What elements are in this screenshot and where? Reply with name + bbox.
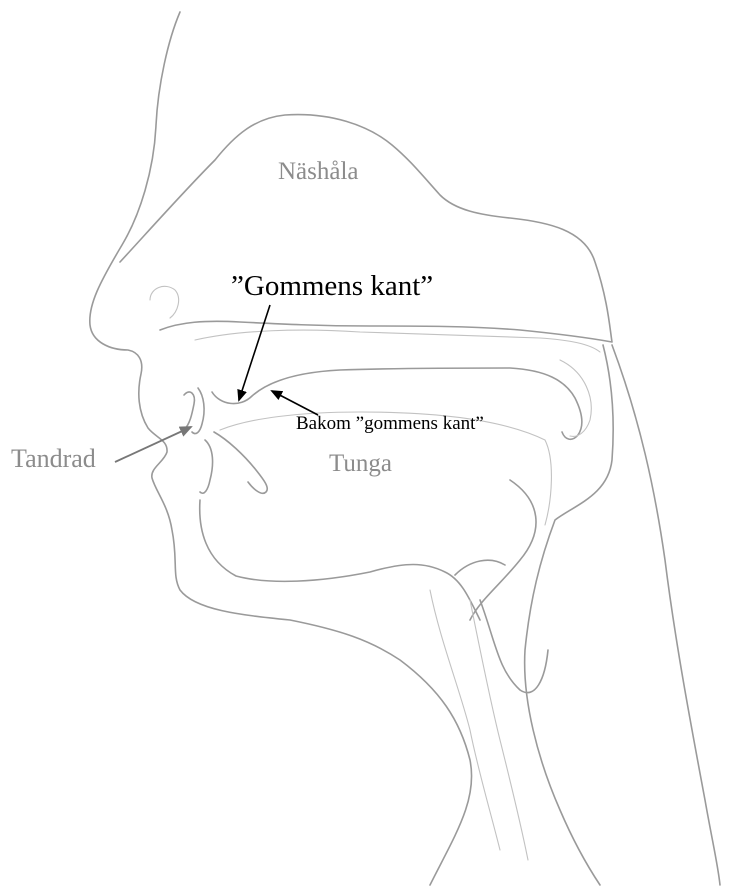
behind-palate-edge-label: Bakom ”gommens kant” — [296, 414, 484, 433]
behind-palate-edge-arrow — [272, 391, 318, 415]
neck-back-outline — [612, 345, 720, 885]
nasal-cavity-label: Näshåla — [278, 159, 359, 184]
upper-teeth — [184, 388, 204, 434]
mandible-outline — [200, 500, 480, 620]
face-profile-outline — [90, 12, 472, 885]
tooth-row-label: Tandrad — [11, 446, 96, 472]
palate-edge-label: ”Gommens kant” — [231, 272, 433, 301]
palate-edge-arrow — [239, 305, 270, 400]
airway-lines — [430, 590, 528, 860]
nostril-outline — [150, 286, 179, 318]
nasal-cavity-outline — [120, 115, 612, 342]
tongue-label: Tunga — [329, 451, 392, 476]
pharynx-back-wall — [525, 345, 613, 885]
lower-teeth — [200, 432, 267, 493]
larynx-outline — [455, 480, 548, 693]
